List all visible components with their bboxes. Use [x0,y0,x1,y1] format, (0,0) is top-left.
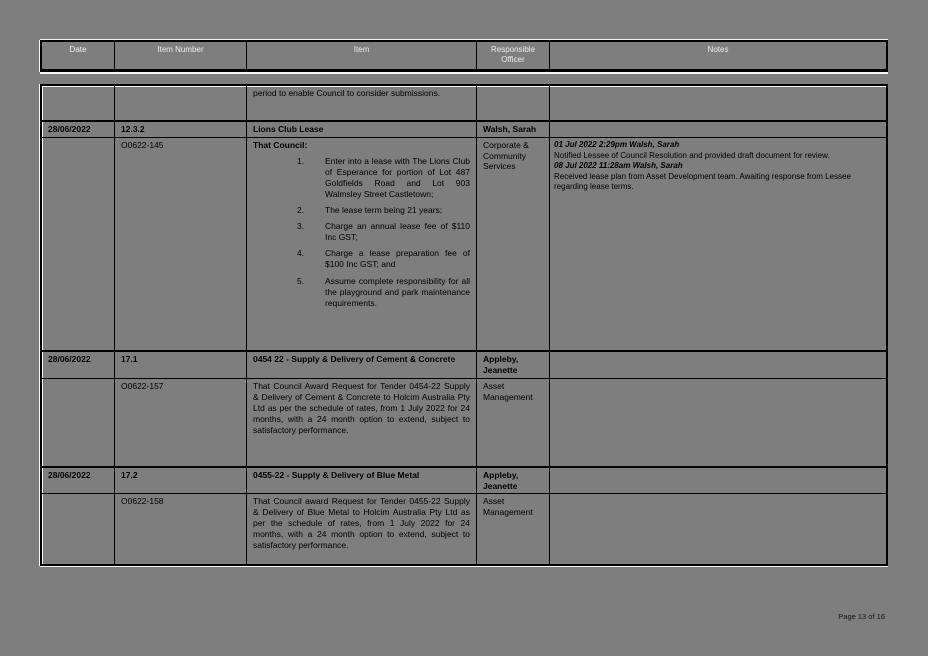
date-cell [42,379,114,466]
date-cell [42,138,114,350]
date-cell [42,494,114,564]
item-cell: That Council: 1. Enter into a lease with… [246,138,476,351]
notes-cell [549,379,886,467]
page-number-label: Page 13 of 16 [838,612,885,621]
item-cell: period to enable Council to consider sub… [246,86,476,120]
officer-cell: Walsh, Sarah [476,122,549,138]
item-number-cell: O0622-157 [114,379,246,467]
list-item-text: The lease term being 21 years; [325,205,443,216]
table-header-row: Date Item Number Item Responsible Office… [42,42,886,69]
list-item-text: Enter into a lease with The Lions Club o… [325,156,470,200]
officer-cell: Asset Management [476,494,549,565]
note-timestamp: 01 Jul 2022 2:29pm Walsh, Sarah [554,140,680,150]
table-row-carryover: period to enable Council to consider sub… [42,86,886,120]
notes-cell [549,122,886,138]
table-row-detail-blue-metal: O0622-158 That Council award Request for… [42,494,886,565]
list-item-text: Assume complete responsibility for all t… [325,275,470,308]
notes-cell [549,468,886,494]
table-row-title-blue-metal: 28/06/2022 17.2 0455-22 - Supply & Deliv… [42,466,886,495]
date-cell: 28/06/2022 [48,470,91,481]
item-cell: 0454 22 - Supply & Delivery of Cement & … [246,352,476,379]
item-number-cell: O0622-158 [114,494,246,565]
note-text: Notified Lessee of Council Resolution an… [554,150,830,160]
officer-cell: Corporate & Community Services [476,138,549,351]
action-sheet-body-table: period to enable Council to consider sub… [40,84,888,567]
table-row-detail-cement-concrete: O0622-157 That Council Award Request for… [42,379,886,467]
list-item-text: Charge an annual lease fee of $110 Inc G… [325,221,470,243]
note-text: Received lease plan from Asset Developme… [554,171,851,192]
item-cell: That Council award Request for Tender 04… [246,494,476,565]
column-header-item-number: Item Number [114,42,246,69]
item-number-cell [114,86,246,120]
resolution-list-item: 5. Assume complete responsibility for al… [297,276,470,309]
item-number-cell: 12.3.2 [114,122,246,138]
resolution-list-item: 1. Enter into a lease with The Lions Clu… [297,156,470,200]
table-row-title-lions-club-lease: 28/06/2022 12.3.2 Lions Club Lease Walsh… [42,120,886,139]
date-cell: 28/06/2022 [48,354,91,365]
resolution-list-item: 4. Charge a lease preparation fee of $10… [297,248,470,270]
officer-cell: Appleby, Jeanette [476,352,549,379]
notes-cell [549,494,886,565]
item-number-cell: 17.1 [114,352,246,379]
item-cell: Lions Club Lease [246,122,476,138]
officer-cell [476,86,549,120]
column-header-date: Date [69,45,87,54]
column-header-item: Item [246,42,476,69]
table-row-detail-lions-club-lease: O0622-145 That Council: 1. Enter into a … [42,138,886,351]
item-number-cell: 17.2 [114,468,246,494]
item-cell: That Council Award Request for Tender 04… [246,379,476,467]
column-header-notes: Notes [549,42,886,69]
list-item-number: 3. [297,221,305,232]
note-timestamp: 08 Jul 2022 11:28am Walsh, Sarah [554,161,683,171]
list-item-number: 1. [297,156,305,167]
notes-cell [549,86,886,120]
column-header-responsible-officer: Responsible Officer [476,42,549,69]
item-number-cell: O0622-145 [114,138,246,351]
officer-cell: Appleby, Jeanette [476,468,549,494]
list-item-number: 2. [297,205,305,216]
notes-cell: 01 Jul 2022 2:29pm Walsh, Sarah Notified… [549,138,886,351]
item-cell: 0455-22 - Supply & Delivery of Blue Meta… [246,468,476,494]
officer-cell: Asset Management [476,379,549,467]
resolution-list-item: 2. The lease term being 21 years; [297,205,470,216]
list-item-text: Charge a lease preparation fee of $100 I… [325,248,470,270]
notes-cell [549,352,886,379]
date-cell: 28/06/2022 [48,124,91,134]
resolution-list-item: 3. Charge an annual lease fee of $110 In… [297,221,470,243]
date-cell [42,86,114,120]
list-item-number: 4. [297,248,305,259]
action-sheet-header-table: Date Item Number Item Responsible Office… [40,40,888,72]
table-row-title-cement-concrete: 28/06/2022 17.1 0454 22 - Supply & Deliv… [42,350,886,380]
resolution-list: 1. Enter into a lease with The Lions Clu… [253,156,470,309]
resolution-intro: That Council: [253,140,308,151]
list-item-number: 5. [297,275,305,286]
